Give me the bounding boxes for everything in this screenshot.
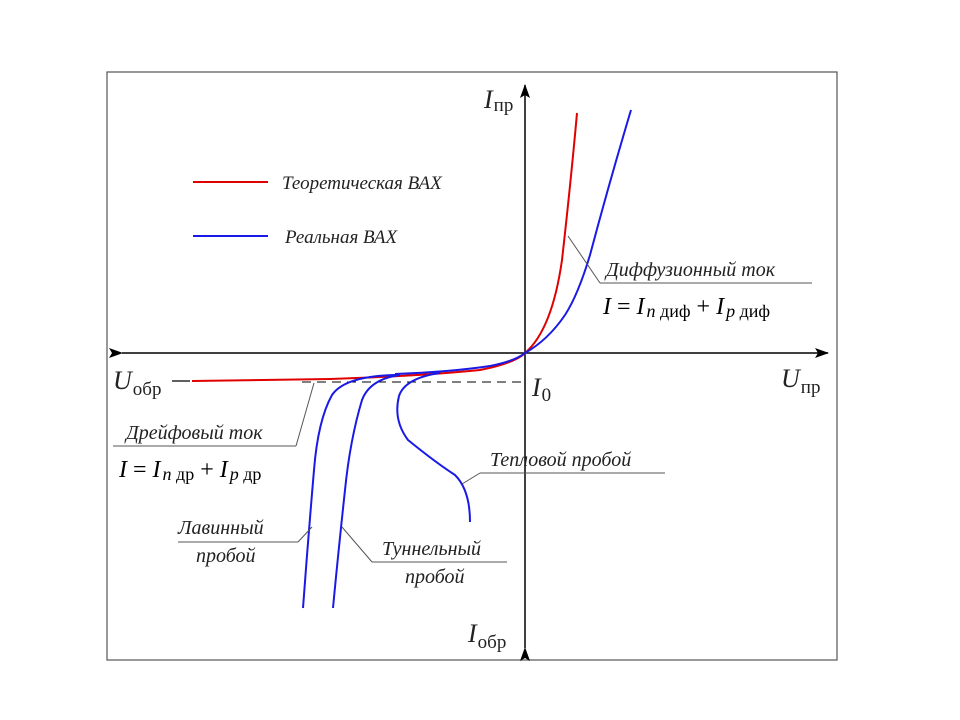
tunnel-leader	[341, 526, 373, 563]
avalanche-breakdown-curve	[302, 374, 396, 609]
avalanche-leader	[297, 526, 313, 543]
avalanche-label-line2: пробой	[196, 545, 256, 567]
tunnel-label-line1: Туннельный	[382, 538, 481, 560]
drift-label: Дрейфовый ток	[124, 422, 263, 444]
i-reverse-axis-label: Iобр	[467, 619, 506, 653]
drift-leader	[295, 382, 315, 447]
avalanche-label-line1: Лавинный	[177, 517, 264, 539]
thermal-breakdown-curve	[396, 372, 471, 523]
thermal-leader	[461, 472, 481, 485]
u-forward-axis-label: Uпр	[781, 364, 820, 398]
thermal-label: Тепловой пробой	[490, 449, 631, 471]
i0-label: I0	[531, 373, 551, 406]
i-forward-axis-label: Iпр	[483, 85, 513, 116]
legend-theoretical-label: Теоретическая ВАХ	[282, 173, 443, 194]
diffusion-label: Диффузионный ток	[604, 259, 776, 281]
tunnel-breakdown-curve	[332, 374, 401, 609]
diffusion-leader	[567, 235, 601, 284]
legend-real-label: Реальная ВАХ	[284, 227, 399, 248]
u-reverse-axis-label: Uобр	[113, 366, 161, 400]
diagram-frame	[106, 71, 838, 661]
real-curve	[394, 109, 632, 375]
tunnel-label-line2: пробой	[405, 566, 465, 588]
